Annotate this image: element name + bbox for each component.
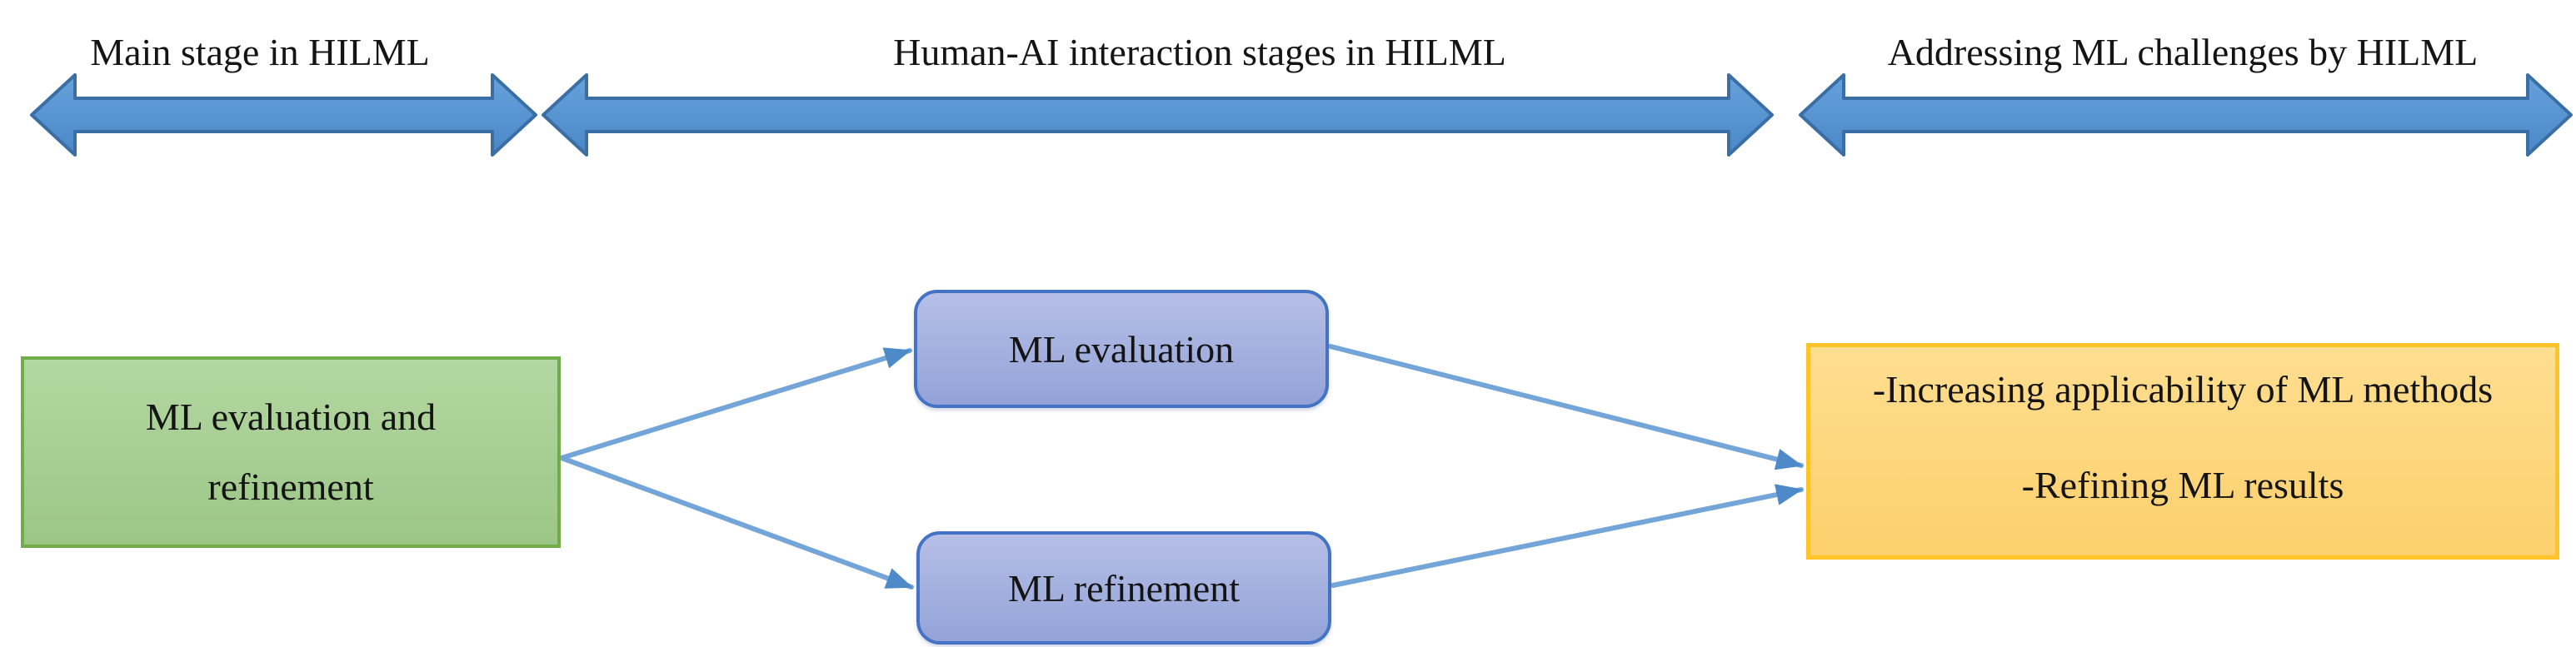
node-addressing-ml-challenges: -Increasing applicability of ML methods … bbox=[1806, 343, 2559, 560]
double-headed-arrow-icon-challenges bbox=[1799, 73, 2573, 157]
node-ml-refinement: ML refinement bbox=[916, 531, 1331, 645]
connector-arrow-refinement-to-challenges bbox=[1330, 484, 1804, 588]
section-label-main-stage: Main stage in HILML bbox=[90, 31, 430, 73]
connector-arrow-green-to-evaluation bbox=[559, 347, 912, 460]
connector-arrow-green-to-refinement bbox=[559, 455, 914, 590]
node-text-line: ML evaluation bbox=[1008, 327, 1235, 371]
double-headed-arrow-icon-main-stage bbox=[30, 73, 537, 157]
node-ml-evaluation: ML evaluation bbox=[914, 290, 1329, 408]
section-label-interaction-stages: Human-AI interaction stages in HILML bbox=[893, 31, 1506, 73]
section-label-challenges: Addressing ML challenges by HILML bbox=[1887, 31, 2479, 73]
node-text-line: ML refinement bbox=[1007, 566, 1241, 610]
node-text-line: -Increasing applicability of ML methods bbox=[1872, 368, 2494, 411]
node-text-line: refinement bbox=[207, 465, 374, 508]
node-text-line: -Refining ML results bbox=[2021, 464, 2344, 506]
node-text-line: ML evaluation and bbox=[145, 396, 437, 439]
double-headed-arrow-icon-interaction-stages bbox=[542, 73, 1774, 157]
connector-arrow-evaluation-to-challenges bbox=[1328, 344, 1804, 470]
node-ml-evaluation-and-refinement: ML evaluation and refinement bbox=[21, 356, 561, 548]
